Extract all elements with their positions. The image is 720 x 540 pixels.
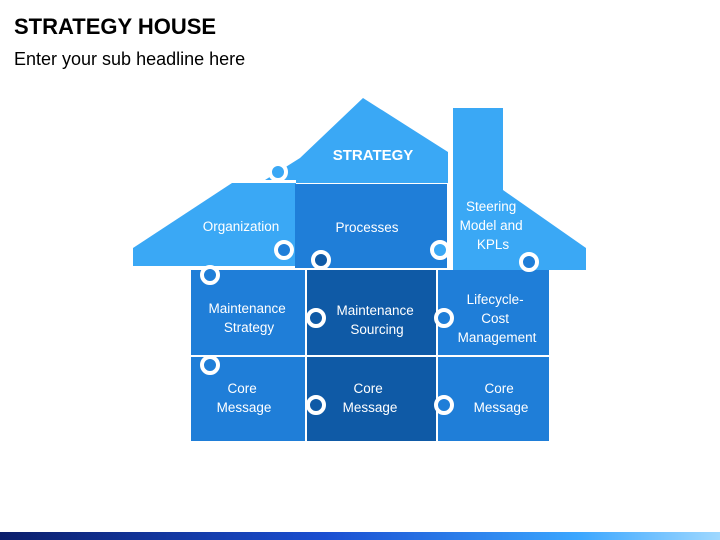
- roof-label: STRATEGY: [333, 147, 414, 164]
- core-message-left-label: Core Message: [217, 381, 272, 415]
- knob-processes-bottom: [311, 250, 331, 270]
- organization-label: Organization: [203, 219, 280, 234]
- page-subtitle: Enter your sub headline here: [14, 49, 246, 69]
- knob-sourcing-left: [306, 308, 326, 328]
- knob-bottom-right-left: [434, 395, 454, 415]
- footer-accent-bar: [0, 532, 720, 540]
- core-message-middle-piece: [307, 357, 436, 441]
- chimney-piece: [453, 108, 586, 270]
- core-message-right-piece: [438, 357, 549, 441]
- processes-label: Processes: [335, 220, 398, 235]
- core-message-right-label: Core Message: [474, 381, 529, 415]
- core-message-middle-label: Core Message: [343, 381, 398, 415]
- knob-left-eave-bottom: [200, 265, 220, 285]
- knob-bottom-middle-left: [306, 395, 326, 415]
- steering-label: Steering Model and KPLs: [460, 199, 527, 252]
- knob-processes-left: [274, 240, 294, 260]
- knob-processes-right: [430, 240, 450, 260]
- roof-strategy-piece: [265, 98, 448, 183]
- lifecycle-piece: [438, 270, 549, 355]
- page-title: STRATEGY HOUSE: [14, 14, 217, 39]
- puzzle-connectors: [200, 162, 539, 415]
- maintenance-strategy-label: Maintenance Strategy: [208, 301, 289, 335]
- knob-chimney-bottom: [519, 252, 539, 272]
- knob-bottom-left-top: [200, 355, 220, 375]
- knob-sourcing-right: [434, 308, 454, 328]
- maintenance-sourcing-piece: [307, 270, 436, 355]
- knob-roof-top: [268, 162, 288, 182]
- roof-left-eave: [133, 183, 296, 266]
- maintenance-sourcing-label: Maintenance Sourcing: [336, 303, 417, 337]
- lifecycle-label: Lifecycle- Cost Management: [458, 292, 537, 345]
